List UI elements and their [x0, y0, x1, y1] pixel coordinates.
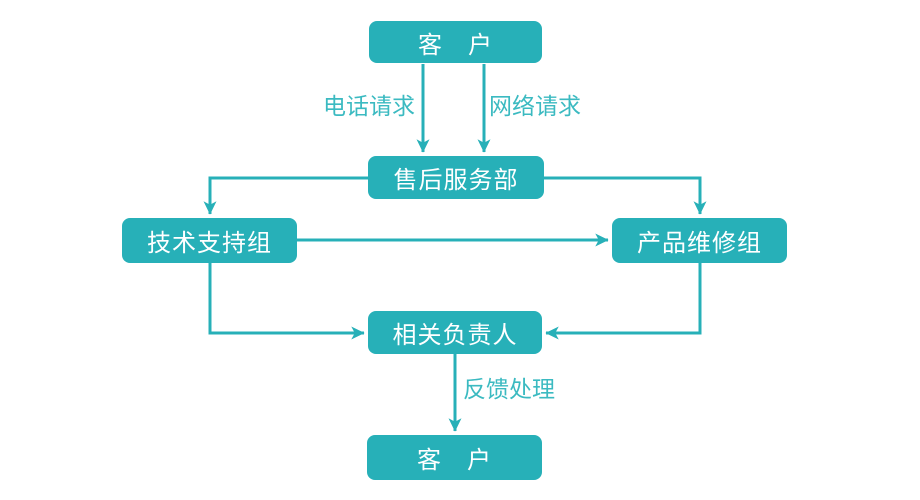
node-customer-bottom: 客 户 — [367, 435, 542, 480]
edge-product-repair-to-responsible — [545, 263, 702, 340]
edge-label-phone-request: 电话请求 — [323, 93, 415, 119]
edge-label-network-request: 网络请求 — [489, 93, 581, 119]
node-product-repair-group: 产品维修组 — [612, 218, 787, 263]
node-tech-support-group: 技术支持组 — [122, 218, 297, 263]
edge-after-sales-to-product-repair — [543, 176, 707, 215]
edge-after-sales-to-tech-support — [203, 176, 369, 215]
edge-tech-support-to-responsible — [208, 263, 365, 340]
edge-label-feedback-processing: 反馈处理 — [463, 376, 555, 402]
node-after-sales-dept: 售后服务部 — [368, 156, 544, 199]
node-customer-top: 客 户 — [369, 21, 542, 63]
node-responsible-person: 相关负责人 — [368, 311, 542, 354]
